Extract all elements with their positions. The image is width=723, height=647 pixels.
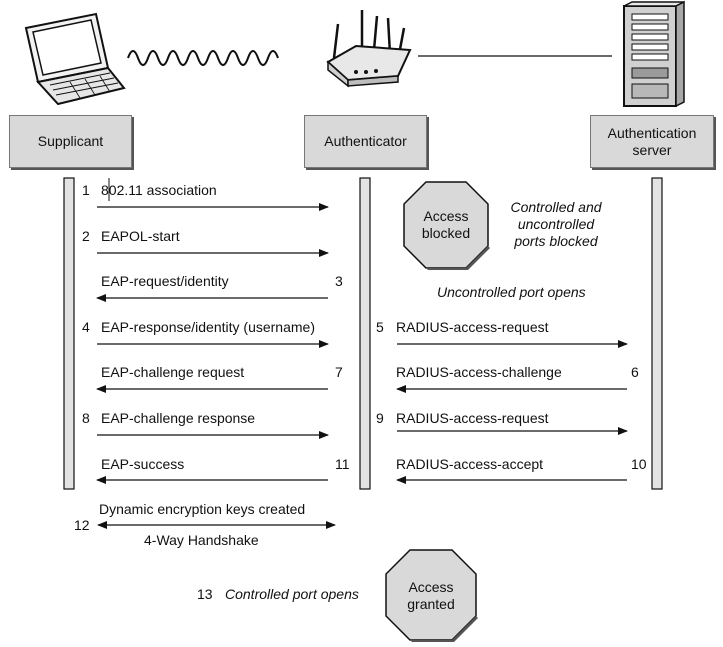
step-11-label: EAP-success	[101, 456, 185, 472]
step-1-number: 1	[82, 182, 90, 198]
step-3-number: 3	[335, 273, 343, 289]
step-3-label: EAP-request/identity	[101, 273, 229, 289]
uncontrolled-port-opens-note: Uncontrolled port opens	[437, 284, 586, 300]
ports-blocked-note-line1: Controlled and	[510, 199, 602, 215]
step-13-number: 13	[197, 586, 213, 602]
step-8-number: 8	[82, 410, 90, 426]
access-granted-line2: granted	[407, 596, 455, 612]
step-6-number: 6	[631, 364, 639, 380]
authentication-server-box: Authentication server	[590, 115, 714, 168]
access-granted-line1: Access	[408, 579, 454, 595]
step-2-label: EAPOL-start	[101, 228, 180, 244]
step-9-label: RADIUS-access-request	[396, 410, 549, 426]
ports-blocked-note: Controlled and uncontrolled ports blocke…	[500, 199, 612, 250]
authenticator-box: Authenticator	[304, 115, 427, 168]
access-granted-text: Access granted	[386, 579, 476, 613]
step-10-number: 10	[631, 456, 647, 472]
ports-blocked-note-line2: uncontrolled	[517, 216, 595, 232]
server-lifeline	[651, 177, 663, 490]
supplicant-lifeline	[63, 177, 75, 490]
step-11-number: 11	[335, 456, 350, 472]
access-blocked-line1: Access	[423, 208, 469, 224]
step-7-label: EAP-challenge request	[101, 364, 245, 380]
step-12-label: Dynamic encryption keys created	[99, 501, 306, 517]
step-4-number: 4	[82, 319, 90, 335]
step-8-label: EAP-challenge response	[101, 410, 256, 426]
step-13-label: Controlled port opens	[225, 586, 359, 602]
supplicant-box: Supplicant	[9, 115, 132, 168]
access-blocked-text: Access blocked	[404, 208, 488, 242]
access-blocked-octagon-shadow	[426, 246, 490, 270]
authenticator-label: Authenticator	[324, 133, 407, 149]
step-5-label: RADIUS-access-request	[396, 319, 549, 335]
step-9-number: 9	[376, 410, 384, 426]
step-12-sublabel: 4-Way Handshake	[144, 532, 259, 548]
access-point-icon	[326, 10, 412, 88]
ports-blocked-note-line3: ports blocked	[514, 233, 598, 249]
server-label-line2: server	[632, 141, 672, 158]
access-blocked-line2: blocked	[421, 225, 471, 241]
access-granted-octagon-shadow	[410, 616, 478, 642]
authenticator-lifeline	[359, 177, 371, 490]
server-label-line1: Authentication	[607, 124, 697, 141]
step-2-number: 2	[82, 228, 90, 244]
step-5-number: 5	[376, 319, 384, 335]
step-12-number: 12	[74, 517, 90, 533]
supplicant-label: Supplicant	[37, 133, 104, 149]
server-icon	[623, 0, 685, 108]
wireless-signal-icon	[127, 50, 279, 66]
step-6-label: RADIUS-access-challenge	[396, 364, 562, 380]
step-4-label: EAP-response/identity (username)	[101, 319, 315, 335]
laptop-icon	[24, 12, 126, 106]
arrow-step-12-left-head	[97, 521, 107, 529]
step-10-label: RADIUS-access-accept	[396, 456, 544, 472]
step-1-label: 802.11 association	[101, 182, 217, 198]
step-7-number: 7	[335, 364, 343, 380]
